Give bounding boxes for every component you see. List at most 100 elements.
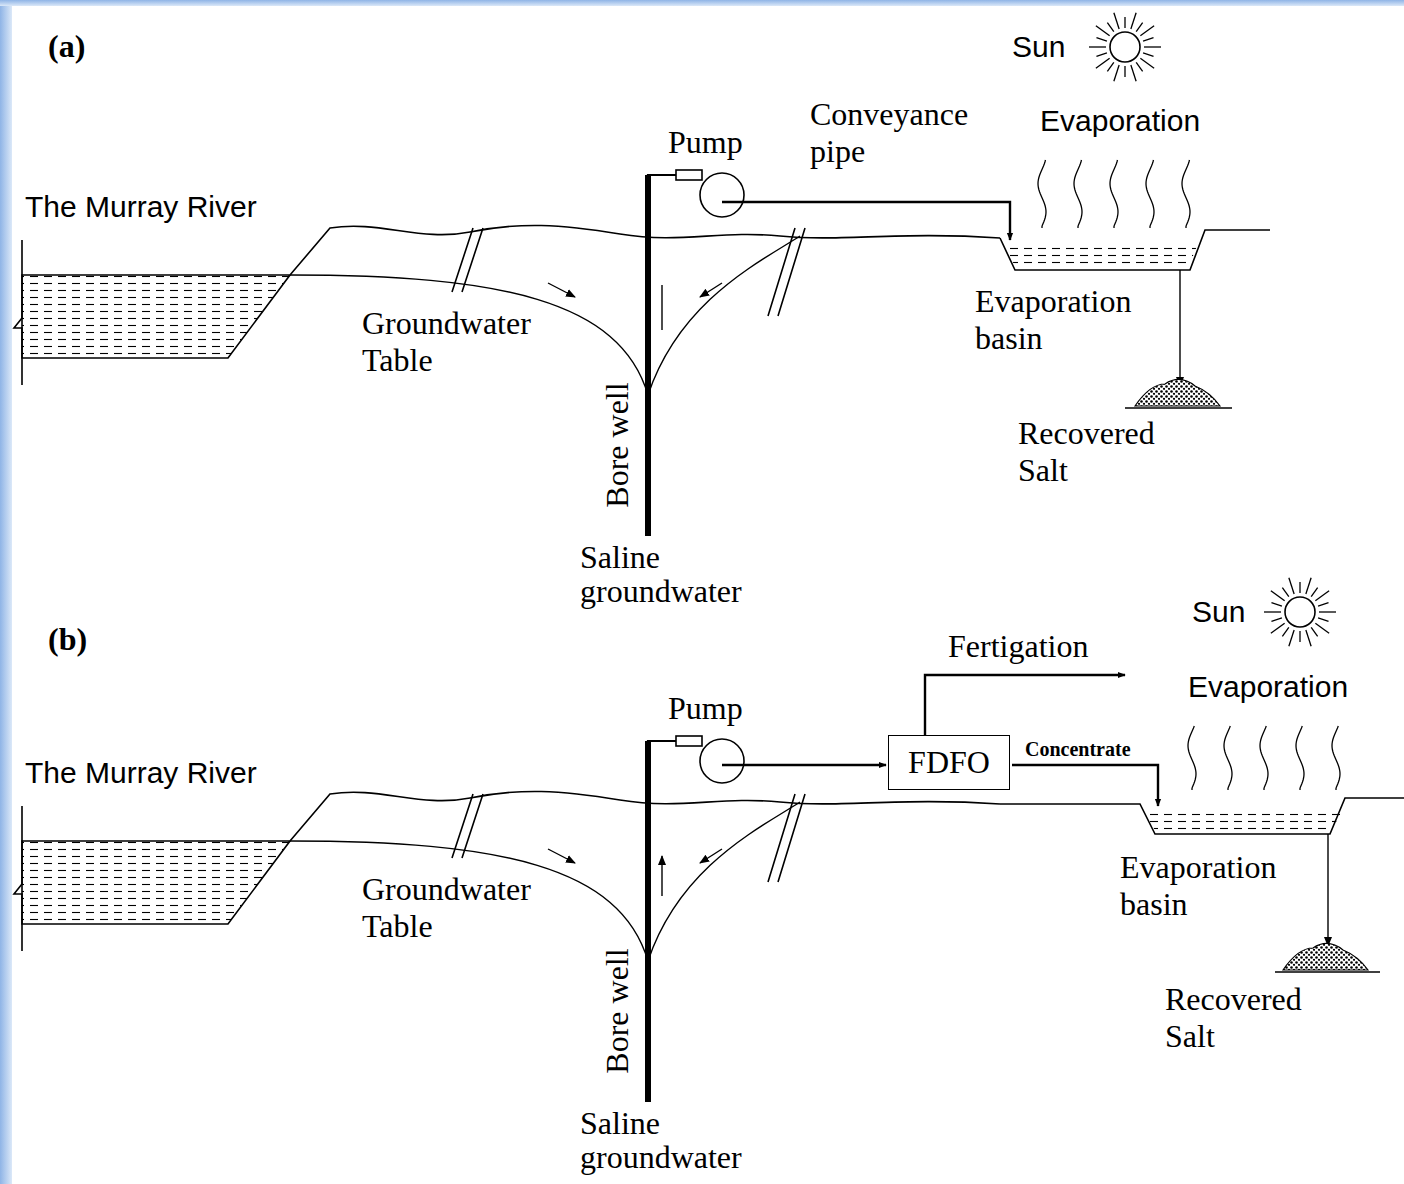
drawing-path	[1000, 798, 1404, 834]
panel-b	[14, 578, 1404, 1102]
sun-symbol	[1089, 13, 1161, 81]
drawing-line	[1131, 65, 1136, 81]
part-label: Saline groundwater	[580, 541, 785, 608]
place-name: The Murray River	[25, 756, 257, 791]
drawing-path	[925, 675, 1125, 735]
drawing-path	[722, 764, 886, 766]
drawing-path	[1004, 246, 1197, 268]
drawing-line	[1114, 65, 1119, 81]
box-label: FDFO	[908, 745, 990, 780]
drawing-line	[1140, 26, 1154, 36]
sun-symbol	[1264, 578, 1336, 646]
drawing-line	[1306, 630, 1311, 646]
drawing-line	[1089, 46, 1106, 47]
drawing-line	[1318, 618, 1328, 621]
part-label: Sun	[1012, 30, 1065, 65]
drawing-line	[1299, 582, 1300, 593]
drawing-path	[1000, 230, 1270, 270]
frame-strip	[0, 0, 1404, 6]
evaporation-squiggles	[1038, 160, 1190, 228]
part-label: Pump	[668, 124, 743, 161]
place-name: The Murray River	[25, 190, 257, 225]
drawing-path	[1224, 726, 1232, 788]
drawing-line	[1096, 38, 1106, 41]
drawing-line	[1315, 591, 1329, 601]
process-label: Evaporation	[1188, 670, 1348, 705]
part-label: Evaporation basin	[1120, 849, 1315, 923]
drawing-path	[1135, 379, 1220, 406]
flow-label: Concentrate	[1025, 738, 1131, 761]
drawing-use	[14, 170, 1000, 536]
drawing-line	[1271, 623, 1285, 633]
drawing-line	[1282, 588, 1288, 597]
part-label: Groundwater Table	[362, 871, 557, 945]
drawing-line	[1149, 226, 1150, 228]
drawing-line	[1136, 62, 1142, 71]
drawing-line	[1143, 38, 1153, 41]
part-label: Saline groundwater	[580, 1107, 785, 1174]
drawing-line	[1299, 631, 1300, 642]
part-label: Recovered Salt	[1018, 415, 1193, 489]
drawing-use	[14, 736, 1000, 1102]
drawing-line	[1282, 627, 1288, 636]
drawing-circle	[1285, 597, 1315, 627]
part-label: Evaporation basin	[975, 283, 1170, 357]
part-label: Pump	[668, 690, 743, 727]
drawing-line	[1114, 13, 1119, 29]
part-label: Sun	[1192, 595, 1245, 630]
drawing-line	[1306, 578, 1311, 594]
part-label: Conveyance pipe	[810, 96, 1005, 170]
flow-label: Fertigation	[948, 628, 1088, 665]
drawing-line	[1096, 53, 1106, 56]
drawing-line	[1319, 611, 1336, 612]
evaporation-squiggles	[1188, 726, 1340, 790]
frame-strip	[0, 0, 12, 1184]
drawing-line	[1143, 53, 1153, 56]
drawing-path	[1260, 726, 1268, 788]
drawing-line	[661, 856, 662, 896]
drawing-line	[1327, 834, 1328, 946]
drawing-line	[1227, 788, 1228, 790]
drawing-line	[1275, 971, 1380, 973]
drawing-line	[1271, 618, 1281, 621]
drawing-line	[1271, 603, 1281, 606]
drawing-path	[1012, 765, 1158, 806]
drawing-path	[1283, 943, 1368, 970]
drawing-line	[1311, 588, 1317, 597]
drawing-circle	[1110, 32, 1140, 62]
drawing-line	[1096, 26, 1110, 36]
drawing-line	[1124, 66, 1125, 77]
drawing-path	[1146, 160, 1154, 226]
panel-letter: (b)	[48, 621, 87, 658]
drawing-line	[1289, 578, 1294, 594]
drawing-line	[1191, 788, 1192, 790]
drawing-path	[1038, 160, 1046, 226]
part-label: Bore well	[599, 382, 636, 507]
drawing-line	[1289, 630, 1294, 646]
drawing-line	[1263, 788, 1264, 790]
drawing-line	[1124, 17, 1125, 28]
drawing-path	[1144, 812, 1342, 832]
drawing-path	[1110, 160, 1118, 226]
drawing-path	[1188, 726, 1196, 788]
drawing-line	[1185, 226, 1186, 228]
drawing-line	[1125, 407, 1232, 409]
panel-a	[14, 13, 1270, 536]
drawing-line	[1041, 226, 1042, 228]
drawing-path	[722, 202, 1010, 240]
drawing-line	[1136, 23, 1142, 32]
drawing-line	[1096, 58, 1110, 68]
drawing-path	[1332, 726, 1340, 788]
drawing-line	[1179, 270, 1180, 386]
drawing-path	[1296, 726, 1304, 788]
drawing-line	[1299, 788, 1300, 790]
drawing-line	[1264, 611, 1281, 612]
drawing-line	[1113, 226, 1114, 228]
process-label: Evaporation	[1040, 104, 1200, 139]
part-label: Bore well	[599, 948, 636, 1073]
drawing-line	[1107, 23, 1113, 32]
drawing-line	[661, 285, 662, 330]
drawing-line	[1140, 58, 1154, 68]
part-label: Groundwater Table	[362, 305, 557, 379]
